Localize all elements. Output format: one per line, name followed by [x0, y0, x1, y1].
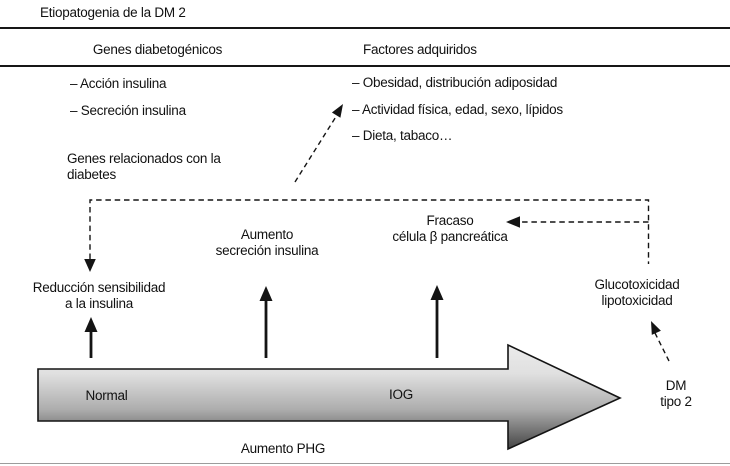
genes-related-label: Genes relacionados con la diabetes	[67, 151, 221, 182]
down-arrowhead-icon	[84, 259, 96, 272]
up-arrowhead-icon	[259, 286, 273, 301]
label-line: DM	[665, 378, 687, 393]
insulin-secretion-label: Aumento secreción insulina	[187, 227, 347, 258]
insulin-sensitivity-label: Reducción sensibilidad a la insulina	[19, 280, 179, 311]
stage-iog-label: IOG	[388, 387, 413, 402]
label-line: a la insulina	[64, 295, 134, 311]
label-line: Glucotoxicidad	[594, 277, 680, 292]
label-line: Fracaso	[426, 213, 474, 228]
label-line: secreción insulina	[215, 242, 319, 258]
label-line: tipo 2	[660, 393, 692, 409]
figure-title: Etiopatogenia de la DM 2	[40, 5, 186, 20]
header-rule	[0, 65, 730, 67]
label-line: Genes relacionados con la	[67, 151, 221, 166]
genes-feedback-dashed-path	[89, 199, 650, 264]
list-item: – Actividad física, edad, sexo, lípidos	[352, 101, 563, 117]
list-item: – Acción insulina	[70, 76, 167, 91]
up-left-arrowhead-icon	[651, 321, 661, 335]
up-arrowhead-icon	[430, 285, 444, 300]
label-line: Reducción sensibilidad	[32, 280, 166, 295]
stage-normal-label: Normal	[85, 388, 128, 403]
genes-to-acquired-dashed-arrow	[294, 114, 338, 183]
genetic-factor-list: – Acción insulina – Secreción insulina	[70, 76, 186, 129]
progression-arrow	[37, 343, 622, 451]
list-item: – Dieta, tabaco…	[352, 128, 453, 143]
label-line: lipotoxicidad	[601, 292, 673, 308]
label-line: Aumento	[240, 227, 294, 242]
bottom-rule	[0, 463, 730, 464]
label-line: diabetes	[67, 166, 117, 182]
acquired-column-header: Factores adquiridos	[363, 42, 477, 57]
dm2-label: DM tipo 2	[646, 378, 706, 409]
up-arrowhead-icon	[84, 317, 98, 332]
beta-cell-failure-label: Fracaso célula β pancreática	[370, 213, 530, 244]
dm2-to-toxicity-dashed-arrow	[654, 332, 670, 362]
up-right-arrowhead-icon	[331, 104, 343, 118]
top-rule	[0, 27, 730, 29]
toxicity-label: Glucotoxicidad lipotoxicidad	[577, 277, 697, 308]
phg-caption: Aumento PHG	[240, 441, 326, 456]
list-item: – Secreción insulina	[70, 102, 186, 118]
genetic-column-header: Genes diabetogénicos	[92, 42, 223, 57]
list-item: – Obesidad, distribución adiposidad	[352, 75, 558, 90]
label-line: célula β pancreática	[392, 228, 508, 244]
left-arrowhead-icon	[506, 216, 520, 228]
acquired-factor-list: – Obesidad, distribución adiposidad – Ac…	[352, 75, 563, 155]
